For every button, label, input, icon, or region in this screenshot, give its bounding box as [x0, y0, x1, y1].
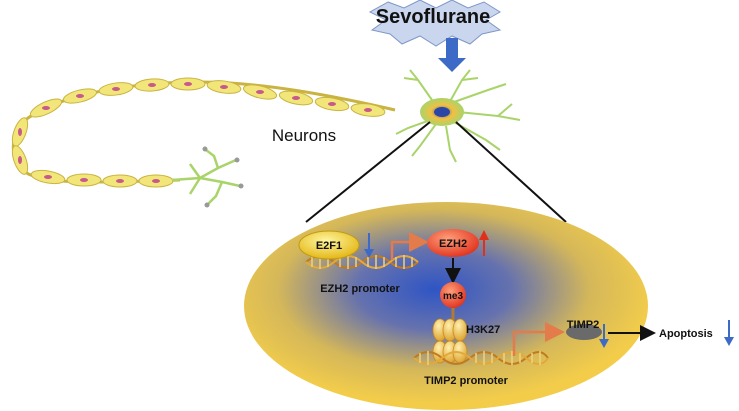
me3-label: me3 — [443, 291, 463, 302]
ezh2-protein — [427, 229, 479, 257]
ezh2-up-arrow-icon — [479, 230, 489, 256]
histone-h3k27 — [432, 318, 468, 364]
soma-nucleus — [434, 107, 450, 117]
timp2-down-arrow-icon — [599, 324, 609, 348]
e2f1-down-arrow-icon — [364, 233, 374, 258]
zoom-line-left — [305, 121, 431, 223]
sevoflurane-burst: Sevoflurane — [368, 0, 502, 47]
transcription-arrow-ezh2 — [390, 232, 429, 260]
axon-terminal — [171, 149, 241, 205]
e2f1-label: E2F1 — [316, 240, 342, 252]
timp2-label: TIMP2 — [567, 319, 599, 331]
e2f1-protein — [298, 230, 360, 260]
neurons-label: Neurons — [272, 126, 336, 145]
myelin-nuclei — [18, 82, 372, 183]
ezh2-promoter-label: EZH2 promoter — [320, 283, 400, 295]
me3-mark — [440, 282, 466, 308]
timp2-promoter-label: TIMP2 promoter — [424, 375, 508, 387]
apoptosis-label: Apoptosis — [659, 328, 713, 340]
zoom-line-right — [455, 121, 567, 223]
transcription-arrow-timp2 — [512, 322, 565, 356]
neuron-axon — [11, 77, 396, 188]
timp2-protein — [566, 324, 602, 340]
terminal-boutons — [202, 146, 244, 208]
sevoflurane-label: Sevoflurane — [376, 6, 490, 28]
apoptosis-down-arrow-icon — [724, 320, 734, 346]
h3k27-label: H3K27 — [466, 324, 500, 336]
down-arrow-icon — [438, 38, 466, 72]
timp2-promoter-dna — [413, 351, 549, 365]
ezh2-label: EZH2 — [439, 238, 467, 250]
